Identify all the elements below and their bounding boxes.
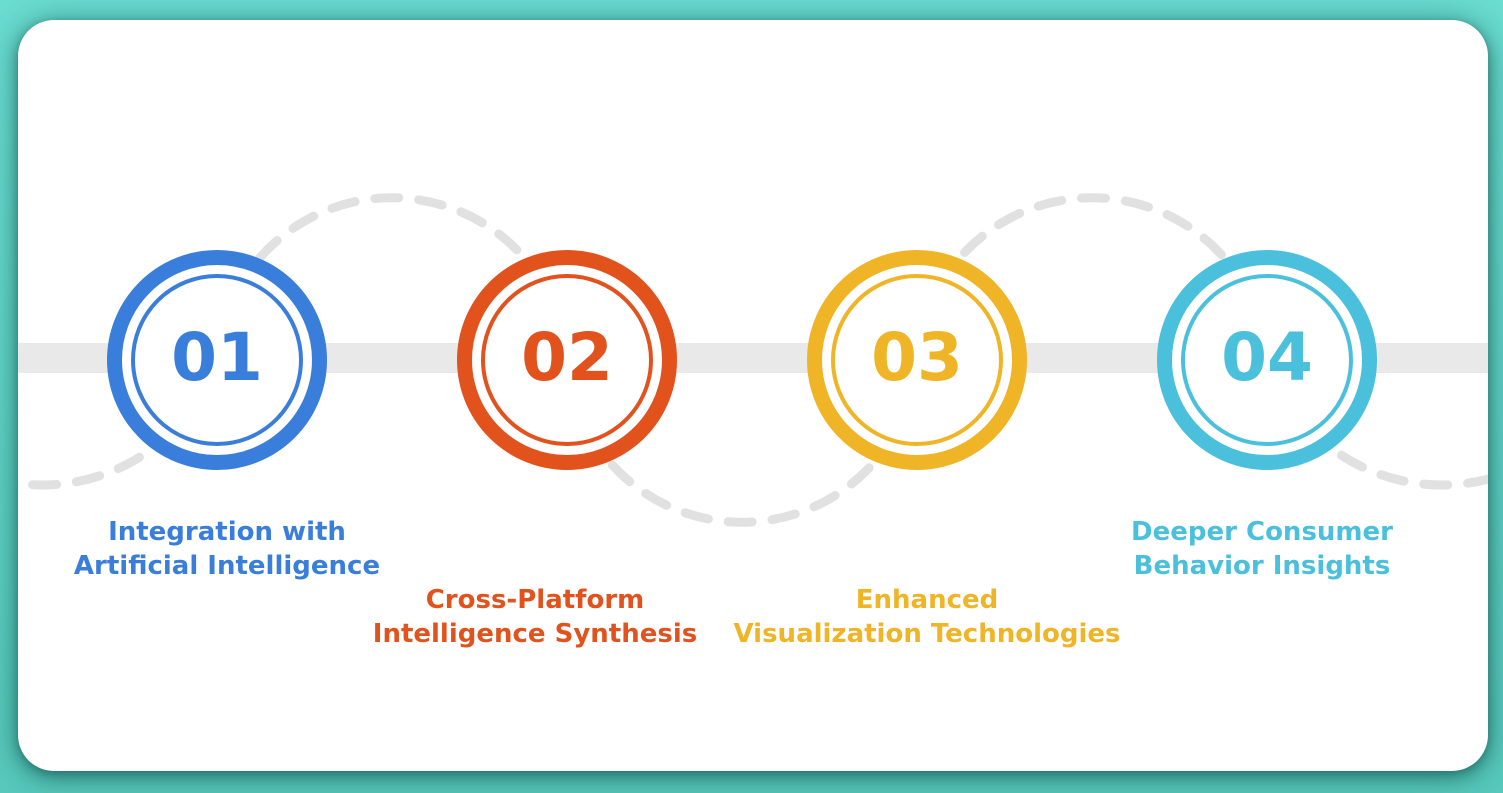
step-circle: 03 <box>807 250 1027 470</box>
step-title: Cross-Platform Intelligence Synthesis <box>372 585 698 649</box>
step-circle: 02 <box>457 250 677 470</box>
step-item-01: 01 Integration with Artificial Intellige… <box>18 250 417 583</box>
step-number: 03 <box>871 319 963 396</box>
step-circle-inner-ring: 02 <box>481 274 653 446</box>
step-circle-inner-ring: 04 <box>1181 274 1353 446</box>
infographic-card: 01 Integration with Artificial Intellige… <box>18 20 1488 771</box>
step-title: Integration with Artificial Intelligence <box>73 517 381 581</box>
step-circle: 04 <box>1157 250 1377 470</box>
step-number: 04 <box>1221 319 1313 396</box>
step-number: 01 <box>171 319 263 396</box>
step-circle-inner-ring: 03 <box>831 274 1003 446</box>
step-item-02: 02 Cross-Platform Intelligence Synthesis <box>367 250 767 651</box>
dashed-wave-path <box>18 193 1488 527</box>
step-circle-inner-ring: 01 <box>131 274 303 446</box>
dashed-wave <box>18 193 1488 527</box>
step-number: 02 <box>521 319 613 396</box>
step-circle: 01 <box>107 250 327 470</box>
step-title: Deeper Consumer Behavior Insights <box>1131 517 1393 581</box>
step-item-04: 04 Deeper Consumer Behavior Insights <box>1067 250 1467 583</box>
step-title: Enhanced Visualization Technologies <box>733 585 1121 649</box>
step-item-03: 03 Enhanced Visualization Technologies <box>717 250 1121 651</box>
